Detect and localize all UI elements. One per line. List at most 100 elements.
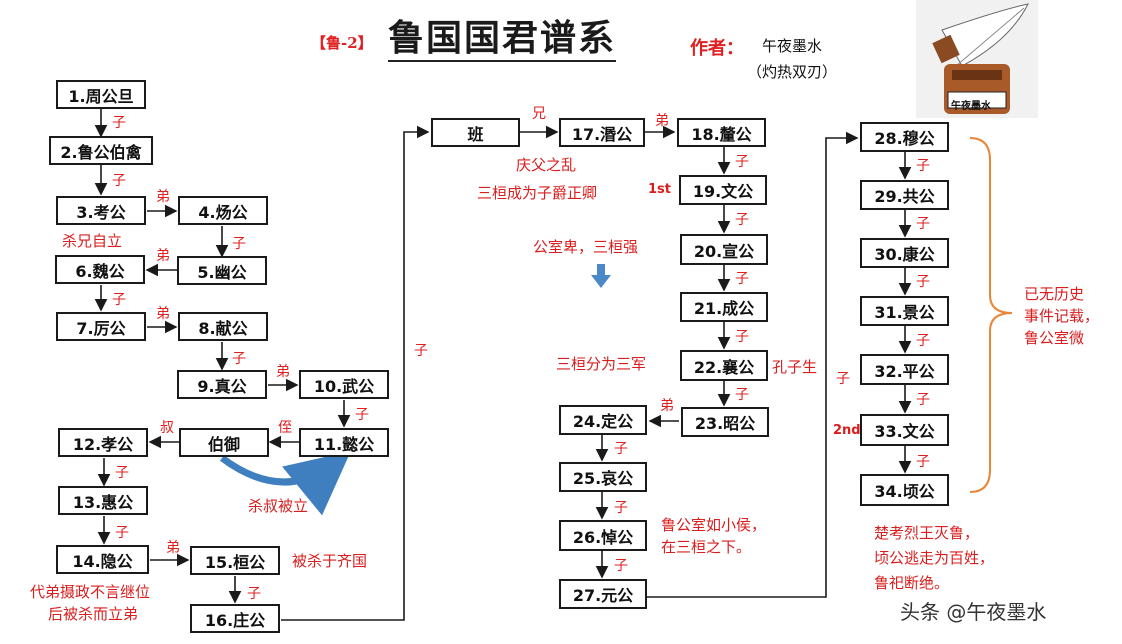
relation-son-26-27: 子 [614,558,628,574]
relation-son-15-16: 子 [247,586,261,602]
note-killed-in-qi: 被杀于齐国 [292,552,368,570]
ruler-box-24: 24.定公 [559,405,647,435]
ruler-box-22: 22.襄公 [680,350,768,381]
note-regent-line1: 代弟摄政不言继位 [30,583,151,601]
ruler-box-14: 14.隐公 [56,545,149,574]
note-chu-line3: 鲁祀断绝。 [874,574,950,592]
ruler-box-13: 13.惠公 [58,486,148,515]
relation-son-8-9: 子 [232,351,246,367]
note-marquis-line1: 鲁公室如小侯， [661,516,767,534]
ruler-box-1: 1.周公旦 [56,80,146,109]
relation-brother-7-8: 弟 [156,306,170,322]
relation-son-18-19: 子 [735,154,749,170]
ordinal-second: 2nd [833,423,861,438]
page-title: 鲁国国君谱系 [388,16,617,62]
note-kill-brother: 杀兄自立 [62,232,123,250]
ruler-box-16: 16.庄公 [190,604,280,633]
relation-son-10-11: 子 [355,407,369,423]
ordinal-first: 1st [648,182,671,197]
author-name: 午夜墨水 [762,37,823,55]
relation-brother-23-24: 弟 [660,398,674,414]
ruler-box-12: 12.孝公 [58,428,148,457]
note-no-history-line1: 已无历史 [1024,285,1085,303]
ruler-box-34: 34.顷公 [860,474,949,506]
author-label: 作者： [690,38,744,59]
relation-son-29-30: 子 [916,216,930,232]
note-confucius: 孔子生 [772,358,818,376]
relation-son-33-34: 子 [916,454,930,470]
note-no-history-line3: 鲁公室微 [1024,329,1085,347]
relation-son-30-31: 子 [916,274,930,290]
down-arrow-icon [591,264,611,288]
relation-son-28-29: 子 [916,158,930,174]
logo-label: 午夜墨水 [951,101,991,112]
note-chu-line2: 顷公逃走为百姓， [874,549,995,567]
note-kill-uncle: 杀叔被立 [248,497,309,515]
note-sanhuan-viscount: 三桓成为子爵正卿 [477,184,598,202]
ruler-box-8: 8.献公 [178,312,268,341]
relation-nephew: 侄 [278,420,292,436]
ruler-box-33: 33.文公 [860,414,949,446]
ruler-box-7: 7.厉公 [56,312,146,341]
ruler-box-3: 3.考公 [56,196,146,225]
ruler-box-30: 30.康公 [860,238,949,268]
relation-son-21-22: 子 [735,329,749,345]
ruler-box-18: 18.釐公 [677,118,766,147]
ruler-box-ban: 班 [431,118,520,147]
ruler-box-23: 23.昭公 [681,407,769,437]
curly-bracket [969,137,1013,493]
relation-son-20-21: 子 [735,271,749,287]
relation-brother-17-18: 弟 [655,113,669,129]
ruler-box-32: 32.平公 [860,354,949,385]
relation-son-22-23: 子 [735,387,749,403]
ruler-box-11: 11.懿公 [299,428,389,457]
ruler-box-10: 10.武公 [299,370,389,399]
relation-son-27-28: 子 [836,371,850,387]
ruler-box-2: 2.鲁公伯禽 [49,136,153,165]
relation-son-13-14: 子 [115,525,129,541]
relation-son-24-25: 子 [614,441,628,457]
relation-brother-14-15: 弟 [166,540,180,556]
relation-son-31-32: 子 [916,333,930,349]
note-three-armies: 三桓分为三军 [556,355,647,373]
edge-16-ban [281,125,430,621]
ruler-box-boyu: 伯御 [179,428,269,457]
kill-uncle-arc [219,451,351,516]
ruler-box-29: 29.共公 [860,180,949,210]
relation-elder-brother: 兄 [532,106,546,122]
edge-27-28 [647,131,859,598]
relation-son-2-3: 子 [112,173,126,189]
ruler-box-5: 5.幽公 [177,256,267,285]
watermark: 头条 @午夜墨水 [900,600,1047,624]
series-tag: 【鲁-2】 [311,34,373,52]
ruler-box-25: 25.哀公 [559,462,647,492]
relation-son-1-2: 子 [112,115,126,131]
relation-son-16-ban: 子 [414,343,428,359]
relation-son-19-20: 子 [735,212,749,228]
relation-uncle: 叔 [160,420,174,436]
relation-brother-5-6: 弟 [156,248,170,264]
ruler-box-15: 15.桓公 [190,546,280,575]
note-chu-line1: 楚考烈王灭鲁， [874,524,980,542]
relation-son-6-7: 子 [112,292,126,308]
relation-son-32-33: 子 [916,392,930,408]
note-qingfu: 庆父之乱 [516,156,577,174]
ruler-box-26: 26.悼公 [559,520,647,551]
ruler-box-21: 21.成公 [680,292,768,322]
ruler-box-4: 4.炀公 [178,196,268,225]
relation-brother-3-4: 弟 [156,189,170,205]
relation-brother-9-10: 弟 [276,364,290,380]
relation-son-12-13: 子 [115,465,129,481]
ruler-box-9: 9.真公 [177,370,267,399]
relation-son-25-26: 子 [614,500,628,516]
ink-bottle-icon [916,0,1038,118]
ruler-box-17: 17.湣公 [559,118,645,147]
ruler-box-19: 19.文公 [679,175,767,205]
ruler-box-31: 31.景公 [860,296,949,326]
note-regent-line2: 后被杀而立弟 [48,605,139,623]
ruler-box-6: 6.魏公 [55,255,145,284]
ruler-box-28: 28.穆公 [860,122,949,152]
note-no-history-line2: 事件记载， [1024,307,1100,325]
